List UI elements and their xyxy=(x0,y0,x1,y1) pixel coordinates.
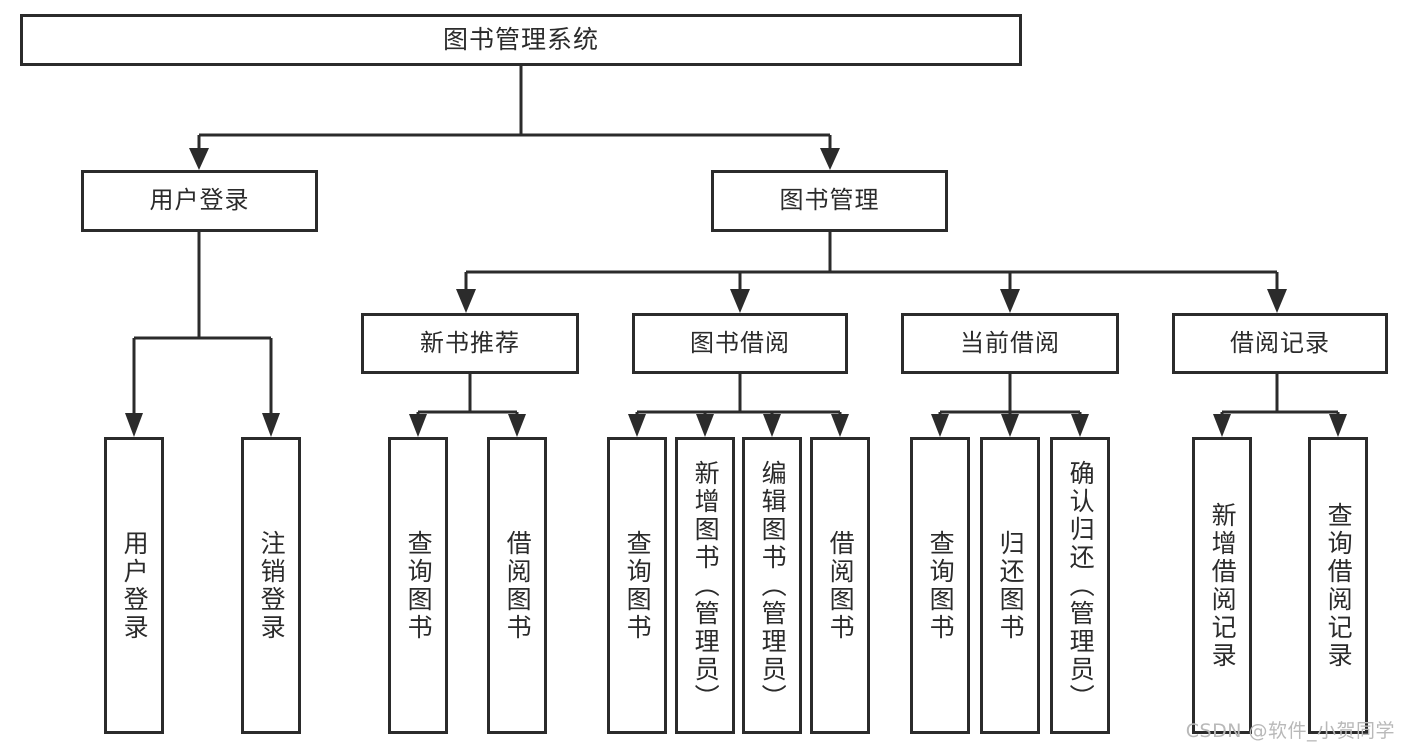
node-leaf-add-borrow-record[interactable]: 新增借阅记录 xyxy=(1192,437,1252,734)
node-leaf-query-book-3[interactable]: 查询图书 xyxy=(910,437,970,734)
arrowhead-leaf-add-book-admin xyxy=(696,414,714,437)
node-leaf-query-book-3-label: 查询图书 xyxy=(926,529,956,642)
node-leaf-logout-login[interactable]: 注销登录 xyxy=(241,437,301,734)
node-new-book-recommend[interactable]: 新书推荐 xyxy=(361,313,579,374)
node-leaf-logout-login-label: 注销登录 xyxy=(257,529,287,642)
node-leaf-user-login-label: 用户登录 xyxy=(120,529,150,642)
node-leaf-edit-book-admin-label: 编辑图书（管理员） xyxy=(758,459,788,712)
node-leaf-return-book-label: 归还图书 xyxy=(996,529,1026,642)
node-leaf-query-book-2[interactable]: 查询图书 xyxy=(607,437,667,734)
node-book-manage-label: 图书管理 xyxy=(779,186,880,215)
arrowhead-leaf-add-borrow-record xyxy=(1213,414,1231,437)
arrowhead-book-borrow xyxy=(730,289,750,313)
node-book-manage[interactable]: 图书管理 xyxy=(711,170,948,232)
arrowhead-leaf-edit-book-admin xyxy=(763,414,781,437)
arrowhead-leaf-query-book-1 xyxy=(409,414,427,437)
arrowhead-leaf-logout-login xyxy=(262,413,280,437)
arrowhead-leaf-borrow-book-2 xyxy=(831,414,849,437)
node-leaf-user-login[interactable]: 用户登录 xyxy=(104,437,164,734)
arrowhead-borrow-record xyxy=(1267,289,1287,313)
node-leaf-confirm-return-admin-label: 确认归还（管理员） xyxy=(1066,459,1096,712)
node-borrow-record[interactable]: 借阅记录 xyxy=(1172,313,1388,374)
arrowhead-leaf-query-book-3 xyxy=(931,414,949,437)
node-leaf-query-borrow-record[interactable]: 查询借阅记录 xyxy=(1308,437,1368,734)
node-leaf-query-book-1-label: 查询图书 xyxy=(404,529,434,642)
node-book-borrow[interactable]: 图书借阅 xyxy=(632,313,848,374)
node-current-borrow-label: 当前借阅 xyxy=(960,328,1060,357)
arrowhead-leaf-return-book xyxy=(1001,414,1019,437)
arrowhead-new-book-recommend xyxy=(456,289,476,313)
node-leaf-borrow-book-1-label: 借阅图书 xyxy=(503,529,533,642)
node-new-book-recommend-label: 新书推荐 xyxy=(420,328,520,357)
arrowhead-book-manage xyxy=(820,148,840,170)
node-leaf-return-book[interactable]: 归还图书 xyxy=(980,437,1040,734)
arrowhead-user-login xyxy=(189,148,209,170)
node-leaf-borrow-book-2[interactable]: 借阅图书 xyxy=(810,437,870,734)
node-leaf-add-book-admin[interactable]: 新增图书（管理员） xyxy=(675,437,735,734)
node-user-login[interactable]: 用户登录 xyxy=(81,170,318,232)
node-leaf-query-borrow-record-label: 查询借阅记录 xyxy=(1324,501,1354,670)
node-leaf-borrow-book-1[interactable]: 借阅图书 xyxy=(487,437,547,734)
node-user-login-label: 用户登录 xyxy=(149,186,250,215)
node-root-label: 图书管理系统 xyxy=(442,24,599,54)
arrowhead-leaf-user-login xyxy=(125,413,143,437)
node-leaf-add-book-admin-label: 新增图书（管理员） xyxy=(691,459,721,712)
arrowhead-current-borrow xyxy=(1000,289,1020,313)
csdn-watermark: CSDN @软件_小贺同学 xyxy=(1185,720,1395,742)
arrowhead-leaf-query-book-2 xyxy=(628,414,646,437)
node-root[interactable]: 图书管理系统 xyxy=(20,14,1022,66)
node-borrow-record-label: 借阅记录 xyxy=(1230,328,1330,357)
node-leaf-borrow-book-2-label: 借阅图书 xyxy=(826,529,856,642)
node-current-borrow[interactable]: 当前借阅 xyxy=(901,313,1119,374)
node-leaf-edit-book-admin[interactable]: 编辑图书（管理员） xyxy=(742,437,802,734)
arrowhead-leaf-confirm-return-admin xyxy=(1071,414,1089,437)
node-leaf-query-book-2-label: 查询图书 xyxy=(623,529,653,642)
node-leaf-confirm-return-admin[interactable]: 确认归还（管理员） xyxy=(1050,437,1110,734)
arrowhead-leaf-borrow-book-1 xyxy=(508,414,526,437)
node-leaf-add-borrow-record-label: 新增借阅记录 xyxy=(1208,501,1238,670)
node-book-borrow-label: 图书借阅 xyxy=(690,328,790,357)
arrowhead-leaf-query-borrow-record xyxy=(1329,414,1347,437)
node-leaf-query-book-1[interactable]: 查询图书 xyxy=(388,437,448,734)
